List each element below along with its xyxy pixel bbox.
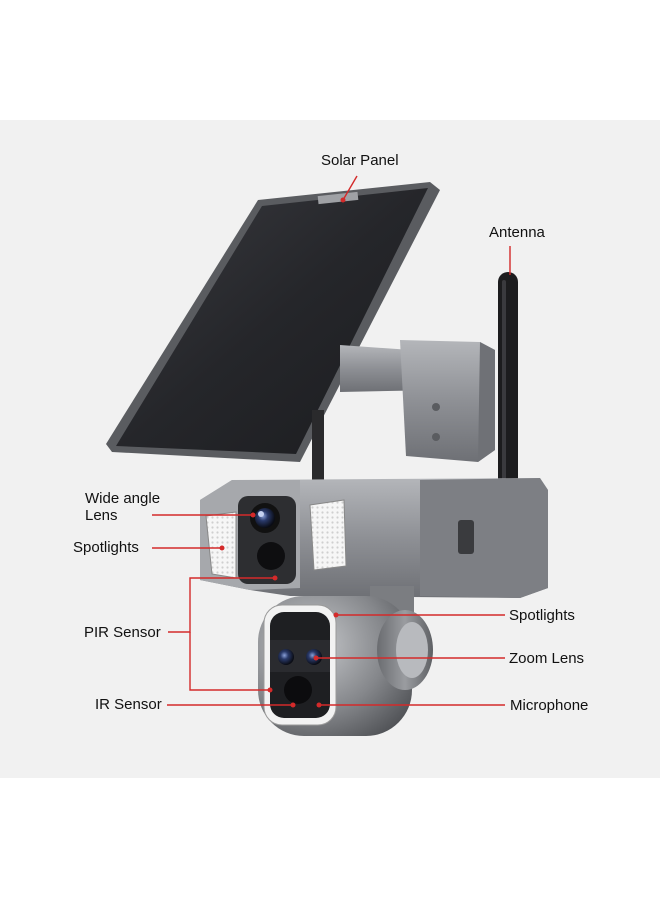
label-ir-sensor: IR Sensor [95,696,162,713]
upper-housing-graphic [200,478,548,598]
label-solar-panel: Solar Panel [321,152,399,169]
mount-bracket-graphic [312,340,495,500]
label-wide-angle-lens-line2: Lens [85,507,118,524]
solar-panel-graphic [106,182,440,462]
label-pir-sensor: PIR Sensor [84,624,161,641]
leader-lines [152,175,511,706]
antenna-graphic [498,272,518,544]
label-wide-angle-lens-line1: Wide angle [85,490,161,507]
label-spotlights-left: Spotlights [73,539,139,556]
ptz-dome-graphic [258,596,433,736]
label-zoom-lens: Zoom Lens [509,650,585,667]
label-antenna: Antenna [489,224,545,241]
leader-dots [219,197,346,708]
label-spotlights-right: Spotlights [509,607,575,624]
label-microphone: Microphone [510,697,589,714]
